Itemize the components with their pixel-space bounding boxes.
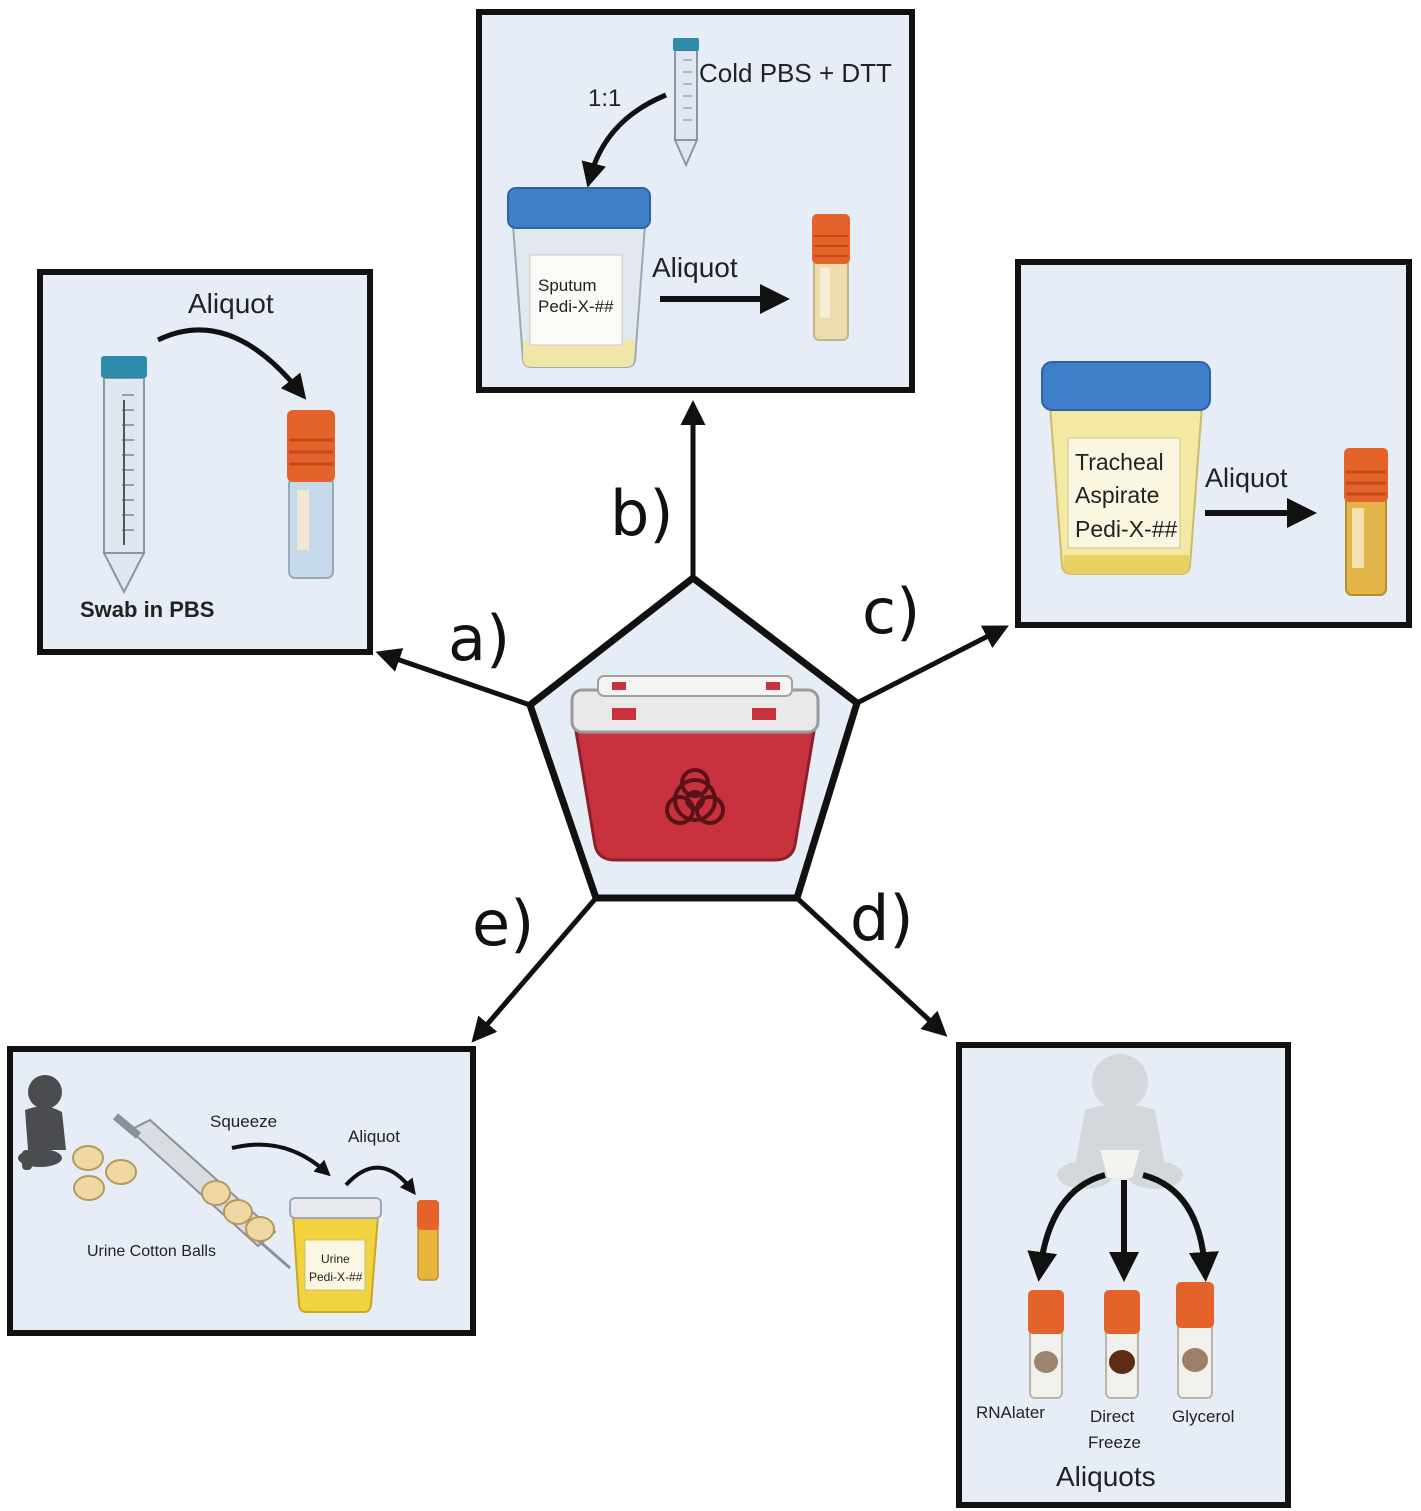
panel-e-squeeze-label: Squeeze <box>210 1112 277 1131</box>
panel-a-nasal-swab: Aliquot Swab in PBS <box>37 269 373 655</box>
branch-label-a: a) <box>448 602 510 675</box>
cotton-ball-icon <box>201 1180 275 1242</box>
panel-e-urine: Squeeze Aliquot Urine Cotton Balls Urine… <box>7 1046 476 1336</box>
arrow-to-e <box>471 896 598 1043</box>
panel-d-tube2-label-2: Freeze <box>1088 1433 1141 1452</box>
cotton-ball-icon <box>72 1145 137 1201</box>
panel-d-tube1-label: RNAlater <box>976 1403 1045 1422</box>
conical-tube-icon <box>673 38 699 168</box>
panel-c-aliquot-label: Aliquot <box>1205 463 1288 493</box>
cryovial-icon <box>287 410 335 579</box>
panel-d-tube2-label-1: Direct <box>1090 1407 1135 1426</box>
center-pentagon <box>525 573 862 902</box>
arrow-to-d <box>795 896 948 1037</box>
branch-label-c: c) <box>862 575 920 648</box>
cryovial-icon <box>1028 1290 1064 1399</box>
panel-c-container-label-2: Aspirate <box>1075 482 1159 508</box>
branch-label-d: d) <box>850 882 914 955</box>
biohazard-icon <box>665 768 725 825</box>
panel-b-container-label-2: Pedi-X-## <box>538 297 614 316</box>
specimen-cup-icon <box>1041 361 1211 575</box>
arrow-to-c <box>855 625 1009 706</box>
panel-b-ratio-label: 1:1 <box>588 85 621 112</box>
connector-arrows <box>375 400 1009 1043</box>
panel-e-container-label-1: Urine <box>321 1252 350 1266</box>
panel-c-container-label-3: Pedi-X-## <box>1075 516 1177 542</box>
conical-tube-icon <box>101 356 147 595</box>
panel-b-sputum: Cold PBS + DTT 1:1 Sputum Pedi-X-## Aliq… <box>476 9 915 393</box>
specimen-cup-icon <box>289 1197 382 1313</box>
panel-a-aliquot-label: Aliquot <box>188 288 274 319</box>
panel-d-stool: RNAlater Direct Freeze Glycerol Aliquots <box>956 1042 1291 1508</box>
infant-icon <box>18 1075 66 1170</box>
panel-c-container-label-1: Tracheal <box>1075 449 1164 475</box>
panel-b-container-label-1: Sputum <box>538 276 597 295</box>
panel-a-caption: Swab in PBS <box>80 597 214 622</box>
panel-e-container-label-2: Pedi-X-## <box>309 1270 363 1284</box>
panel-b-aliquot-label: Aliquot <box>652 252 738 283</box>
infant-icon <box>1057 1054 1183 1189</box>
biohazard-sample-bin-icon <box>570 675 820 862</box>
panel-e-caption: Urine Cotton Balls <box>87 1243 216 1260</box>
branch-label-e: e) <box>472 887 534 960</box>
panel-d-caption: Aliquots <box>1056 1461 1156 1492</box>
branch-label-b: b) <box>610 477 674 550</box>
panel-e-aliquot-label: Aliquot <box>348 1127 400 1146</box>
cryovial-icon <box>417 1200 439 1281</box>
cryovial-icon <box>812 214 850 341</box>
cryovial-icon <box>1104 1290 1140 1399</box>
cryovial-icon <box>1344 448 1388 596</box>
arrow-to-a <box>375 648 531 708</box>
specimen-cup-icon <box>507 187 651 368</box>
panel-c-tracheal-aspirate: Tracheal Aspirate Pedi-X-## Aliquot <box>1015 259 1412 628</box>
panel-b-reagent-label: Cold PBS + DTT <box>699 58 892 88</box>
cryovial-icon <box>1176 1282 1214 1399</box>
panel-d-tube3-label: Glycerol <box>1172 1407 1234 1426</box>
